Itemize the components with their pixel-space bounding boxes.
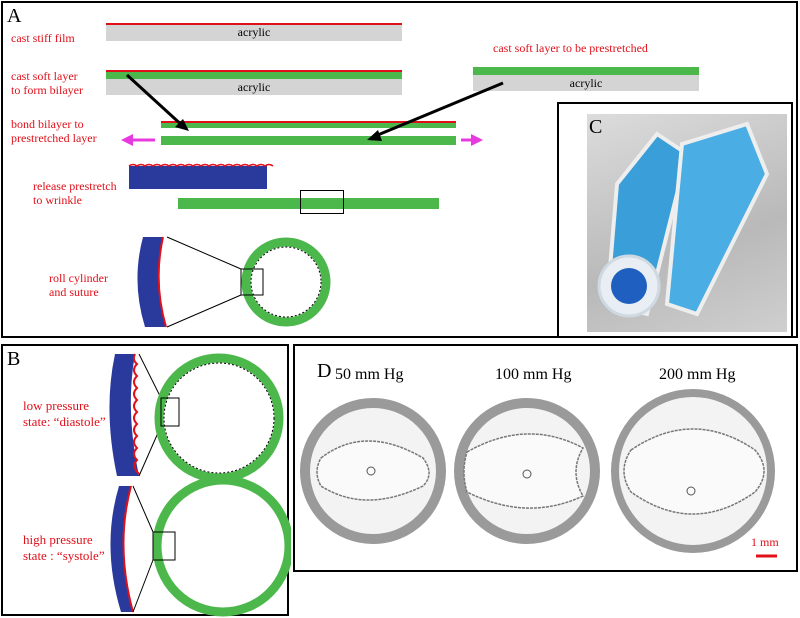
acrylic-label-3: acrylic (569, 76, 603, 90)
magenta-arrow-right-head (471, 134, 483, 146)
roll-cylinder-inner (250, 246, 322, 318)
section-100-center (522, 469, 532, 479)
section-200-center (686, 486, 696, 496)
step-bond-line2: prestretched layer (11, 131, 97, 145)
low-pressure-line2: state: “diastole” (23, 414, 106, 429)
step-cast-stiff-film: cast stiff film (11, 31, 75, 45)
arrow-right (372, 81, 504, 139)
step-bond: bond bilayer to prestretched layer (11, 117, 97, 145)
high-pressure-text: high pressure state : “systole” (23, 532, 105, 564)
panel-d: D 50 mm Hg 100 mm Hg 200 mm Hg 1 mm (293, 344, 798, 572)
diastole-blue-arc (109, 354, 139, 476)
panel-c-label: C (589, 116, 603, 138)
panel-c: C (557, 102, 793, 338)
wrinkled-green-bar (178, 198, 439, 209)
step-roll-line1: roll cylinder (49, 271, 108, 285)
step-cast-soft-layer-line2: to form bilayer (11, 83, 83, 97)
acrylic-bar-2: acrylic (106, 79, 402, 95)
step-release-line1: release prestretch (33, 179, 117, 193)
panel-c-photo (587, 114, 787, 332)
bilayer-green-1 (106, 70, 402, 79)
diastole-inner (163, 362, 275, 474)
prestretch-green (473, 67, 699, 75)
step-cast-prestretch: cast soft layer to be prestretched (493, 41, 648, 55)
prestretched-layer (161, 136, 456, 145)
step-cast-soft-layer: cast soft layer to form bilayer (11, 69, 83, 97)
section-50-center (366, 466, 376, 476)
diastole-red-edge (132, 353, 140, 475)
tube-photo-illustration (597, 121, 770, 318)
tube-end-hole (611, 268, 647, 304)
wrinkle-wave (128, 163, 274, 167)
arrow-left (125, 73, 187, 130)
roll-red-edge (157, 236, 167, 328)
tube-slab-2 (664, 121, 770, 317)
systole-blue-arc (110, 486, 133, 612)
arrow-left-head (175, 119, 189, 131)
step-cast-soft-layer-line1: cast soft layer (11, 69, 78, 83)
step-release: release prestretch to wrinkle (33, 179, 117, 207)
systole-zoom-box (152, 531, 176, 561)
panel-d-label: D (317, 360, 332, 382)
pressure-label-200: 200 mm Hg (659, 366, 736, 383)
acrylic-label-1: acrylic (237, 25, 271, 39)
scale-bar-label: 1 mm (751, 535, 779, 549)
bilayer-bond (161, 121, 456, 128)
magenta-arrow-left-head (121, 134, 133, 146)
panel-a-label: A (7, 5, 22, 27)
diastole-zoom-top (138, 353, 162, 399)
section-50-lumen (316, 440, 430, 501)
step-release-line2: to wrinkle (33, 193, 82, 207)
panel-b-label: B (7, 348, 21, 370)
acrylic-bar-1: acrylic (106, 23, 402, 41)
high-pressure-line2: state : “systole” (23, 548, 105, 563)
arrow-right-head (367, 130, 382, 141)
panel-b: B low pressure state: “diastole” high pr… (1, 344, 291, 617)
roll-zoom-line-bottom (166, 294, 242, 328)
step-roll-line2: and suture (49, 285, 99, 299)
systole-zoom-bottom (132, 559, 154, 613)
acrylic-label-2: acrylic (237, 80, 271, 94)
high-pressure-line1: high pressure (23, 532, 93, 547)
panel-a-drawing (121, 73, 504, 328)
panel-d-drawing (300, 389, 777, 558)
pressure-label-50: 50 mm Hg (335, 366, 404, 383)
diastole-zoom-box (160, 397, 180, 427)
low-pressure-line1: low pressure (23, 398, 90, 413)
systole-ring (152, 475, 291, 617)
pressure-label-100: 100 mm Hg (495, 366, 572, 383)
panel-b-drawing (109, 353, 291, 617)
roll-cylinder-ring (241, 237, 331, 327)
roll-zoom-line-top (166, 236, 242, 270)
section-100-lumen (463, 433, 585, 509)
roll-zoom-box (240, 268, 264, 296)
systole-red-edge (122, 485, 134, 613)
low-pressure-text: low pressure state: “diastole” (23, 398, 106, 430)
diastole-ring (154, 353, 284, 483)
section-200-lumen (623, 428, 765, 515)
zoom-box-release (300, 190, 344, 214)
acrylic-bar-3: acrylic (473, 75, 699, 91)
systole-zoom-top (132, 485, 154, 533)
step-bond-line1: bond bilayer to (11, 117, 84, 131)
wrinkled-blue-block (129, 166, 267, 189)
step-roll: roll cylinder and suture (49, 271, 108, 299)
